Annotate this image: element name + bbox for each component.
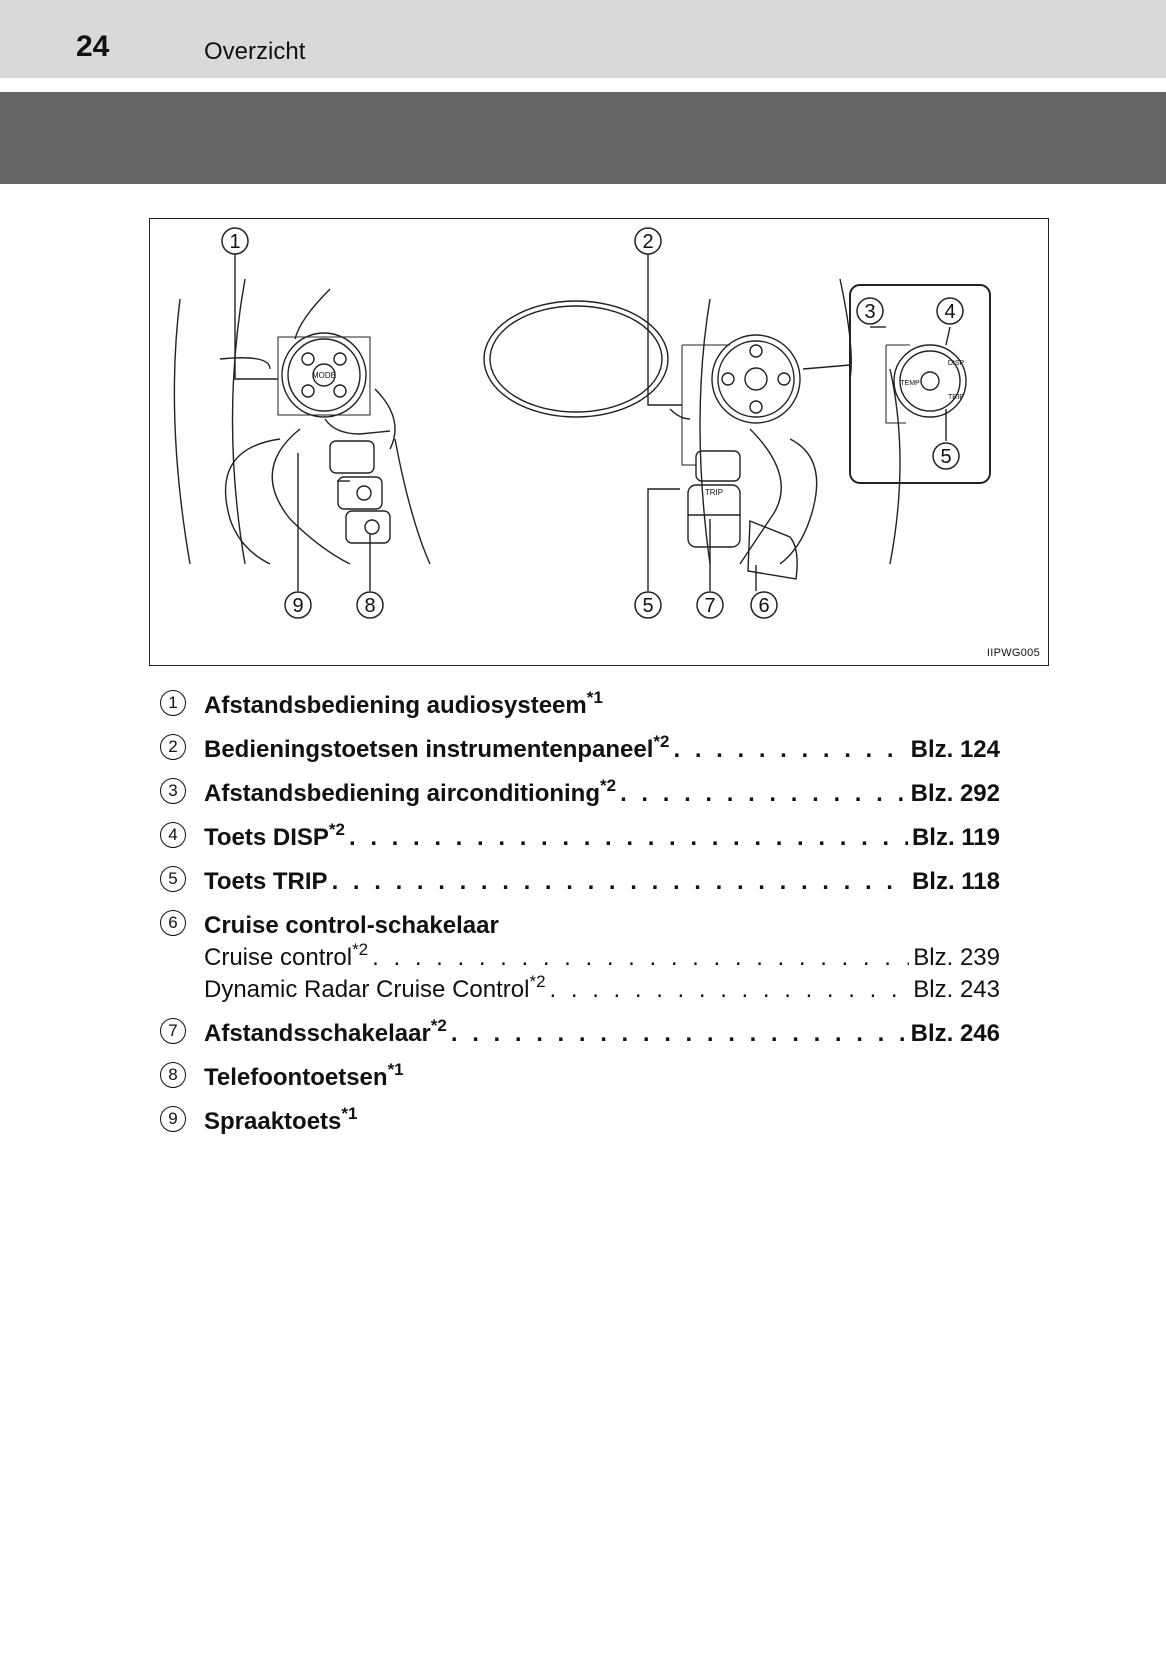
item-number: 9: [160, 1106, 186, 1132]
section-title: Overzicht: [204, 38, 306, 65]
callout-3: [856, 297, 884, 325]
callout-9: [284, 591, 312, 619]
sub-item-cruise-control: Cruise control*2 . . . . . . . . . . . .…: [160, 940, 1000, 972]
callout-1-label: 1: [229, 231, 240, 253]
list-item-6: 6 Cruise control-schakelaar Cruise contr…: [160, 896, 1000, 1004]
callout-4-label: 4: [944, 301, 955, 323]
item-number: 1: [160, 690, 186, 716]
item-label: Spraaktoets*1: [204, 1104, 358, 1135]
voice-button: [329, 440, 375, 474]
temp-button-label: TEMP: [900, 380, 920, 387]
item-label: Toets DISP*2: [204, 820, 345, 851]
page-reference-link[interactable]: Blz. 243: [913, 976, 1000, 1003]
list-item-5: 5 Toets TRIP . . . . . . . . . . . . . .…: [160, 852, 1000, 896]
page-number: 24: [76, 30, 110, 63]
item-number: 6: [160, 910, 186, 936]
callout-9-label: 9: [292, 595, 303, 617]
list-item-9: 9 Spraaktoets*1: [160, 1092, 1000, 1136]
leader-dots: . . . . . . . . . . . . . . . . . . . . …: [372, 944, 909, 971]
leader-dots: . . . . . . . . . . . . . . . . . . . . …: [549, 976, 910, 1003]
item-number: 2: [160, 734, 186, 760]
list-item-2: 2 Bedieningstoetsen instrumentenpaneel*2…: [160, 720, 1000, 764]
item-label: Bedieningstoetsen instrumentenpaneel*2: [204, 732, 670, 763]
item-number: 5: [160, 866, 186, 892]
section-band: [0, 92, 1166, 184]
callout-8-label: 8: [364, 595, 375, 617]
page-reference-link[interactable]: Blz. 246: [910, 1020, 1000, 1047]
callout-6: [750, 591, 778, 619]
callout-5: [634, 591, 662, 619]
item-label: Cruise control-schakelaar: [204, 912, 499, 939]
item-label: Telefoontoetsen*1: [204, 1060, 404, 1091]
list-item-3: 3 Afstandsbediening airconditioning*2 . …: [160, 764, 1000, 808]
callout-6-label: 6: [758, 595, 769, 617]
callout-7: [696, 591, 724, 619]
callout-7-label: 7: [704, 595, 715, 617]
center-emblem: [483, 300, 669, 418]
callout-2: [634, 227, 662, 255]
list-item-1: 1 Afstandsbediening audiosysteem*1: [160, 676, 1000, 720]
leader-dots: . . . . . . . . . . . . . . . . . . . . …: [331, 868, 908, 895]
list-item-4: 4 Toets DISP*2 . . . . . . . . . . . . .…: [160, 808, 1000, 852]
callout-3-label: 3: [864, 301, 875, 323]
leader-dots: . . . . . . . . . . . . . . . . . . . . …: [349, 824, 908, 851]
wheel-rim-line: [173, 298, 191, 565]
callout-8: [356, 591, 384, 619]
phone-button-2: [345, 510, 391, 544]
sub-item-radar-cruise-control: Dynamic Radar Cruise Control*2 . . . . .…: [160, 972, 1000, 1004]
leader-dots: . . . . . . . . . . . . . . . . . . . . …: [673, 736, 907, 763]
figure-code: IIPWG005: [986, 647, 1040, 659]
list-item-7: 7 Afstandsschakelaar*2 . . . . . . . . .…: [160, 1004, 1000, 1048]
callout-4: [936, 297, 964, 325]
sub-item-label: Cruise control*2: [204, 940, 369, 971]
steering-wheel-drawing: 1 2 3 4 5 9 8 5 7 6 MODE TRIP TEMP DISP …: [173, 227, 991, 619]
cruise-control-stalk: [747, 519, 798, 580]
legend-list: 1 Afstandsbediening audiosysteem*1 2 Bed…: [160, 676, 1000, 1136]
item-label: Toets TRIP: [204, 868, 328, 895]
steering-wheel-illustration: 1 2 3 4 5 9 8 5 7 6 MODE TRIP TEMP DISP …: [149, 218, 1049, 666]
page-reference-link[interactable]: Blz. 292: [910, 780, 1000, 807]
page-reference-link[interactable]: Blz. 119: [911, 824, 1000, 851]
item-number: 4: [160, 822, 186, 848]
phone-button-1: [337, 476, 383, 510]
page-reference-link[interactable]: Blz. 239: [913, 944, 1000, 971]
page-reference-link[interactable]: Blz. 124: [910, 736, 1000, 763]
item-label: Afstandsbediening audiosysteem*1: [204, 688, 603, 719]
back-button: [695, 450, 741, 482]
callout-5-label: 5: [642, 595, 653, 617]
item-label: Afstandsbediening airconditioning*2: [204, 776, 617, 807]
trip-small-label: TRIP: [948, 394, 964, 401]
item-number: 8: [160, 1062, 186, 1088]
list-item-8: 8 Telefoontoetsen*1: [160, 1048, 1000, 1092]
leader-dots: . . . . . . . . . . . . . . . . . . . . …: [620, 780, 907, 807]
climate-control-pad: [893, 344, 967, 418]
item-number: 7: [160, 1018, 186, 1044]
sub-item-label: Dynamic Radar Cruise Control*2: [204, 972, 546, 1003]
disp-button-label: DISP: [948, 360, 965, 367]
callout-1: [221, 227, 249, 255]
item-label: Afstandsschakelaar*2: [204, 1016, 447, 1047]
page-header: 24 Overzicht: [0, 0, 1166, 78]
callout-5-inset: [932, 442, 960, 470]
callout-5-inset-label: 5: [940, 446, 951, 468]
wheel-rim-line: [231, 278, 246, 565]
leader-dots: . . . . . . . . . . . . . . . . . . . . …: [450, 1020, 907, 1047]
mode-button-label: MODE: [312, 371, 336, 380]
trip-button-label: TRIP: [705, 488, 723, 497]
audio-control-pad: [281, 332, 367, 418]
inset-box: [849, 284, 991, 484]
item-number: 3: [160, 778, 186, 804]
callout-2-label: 2: [642, 231, 653, 253]
page-reference-link[interactable]: Blz. 118: [911, 868, 1000, 895]
trip-button-group: [687, 484, 741, 548]
instrument-control-pad: [711, 334, 801, 424]
